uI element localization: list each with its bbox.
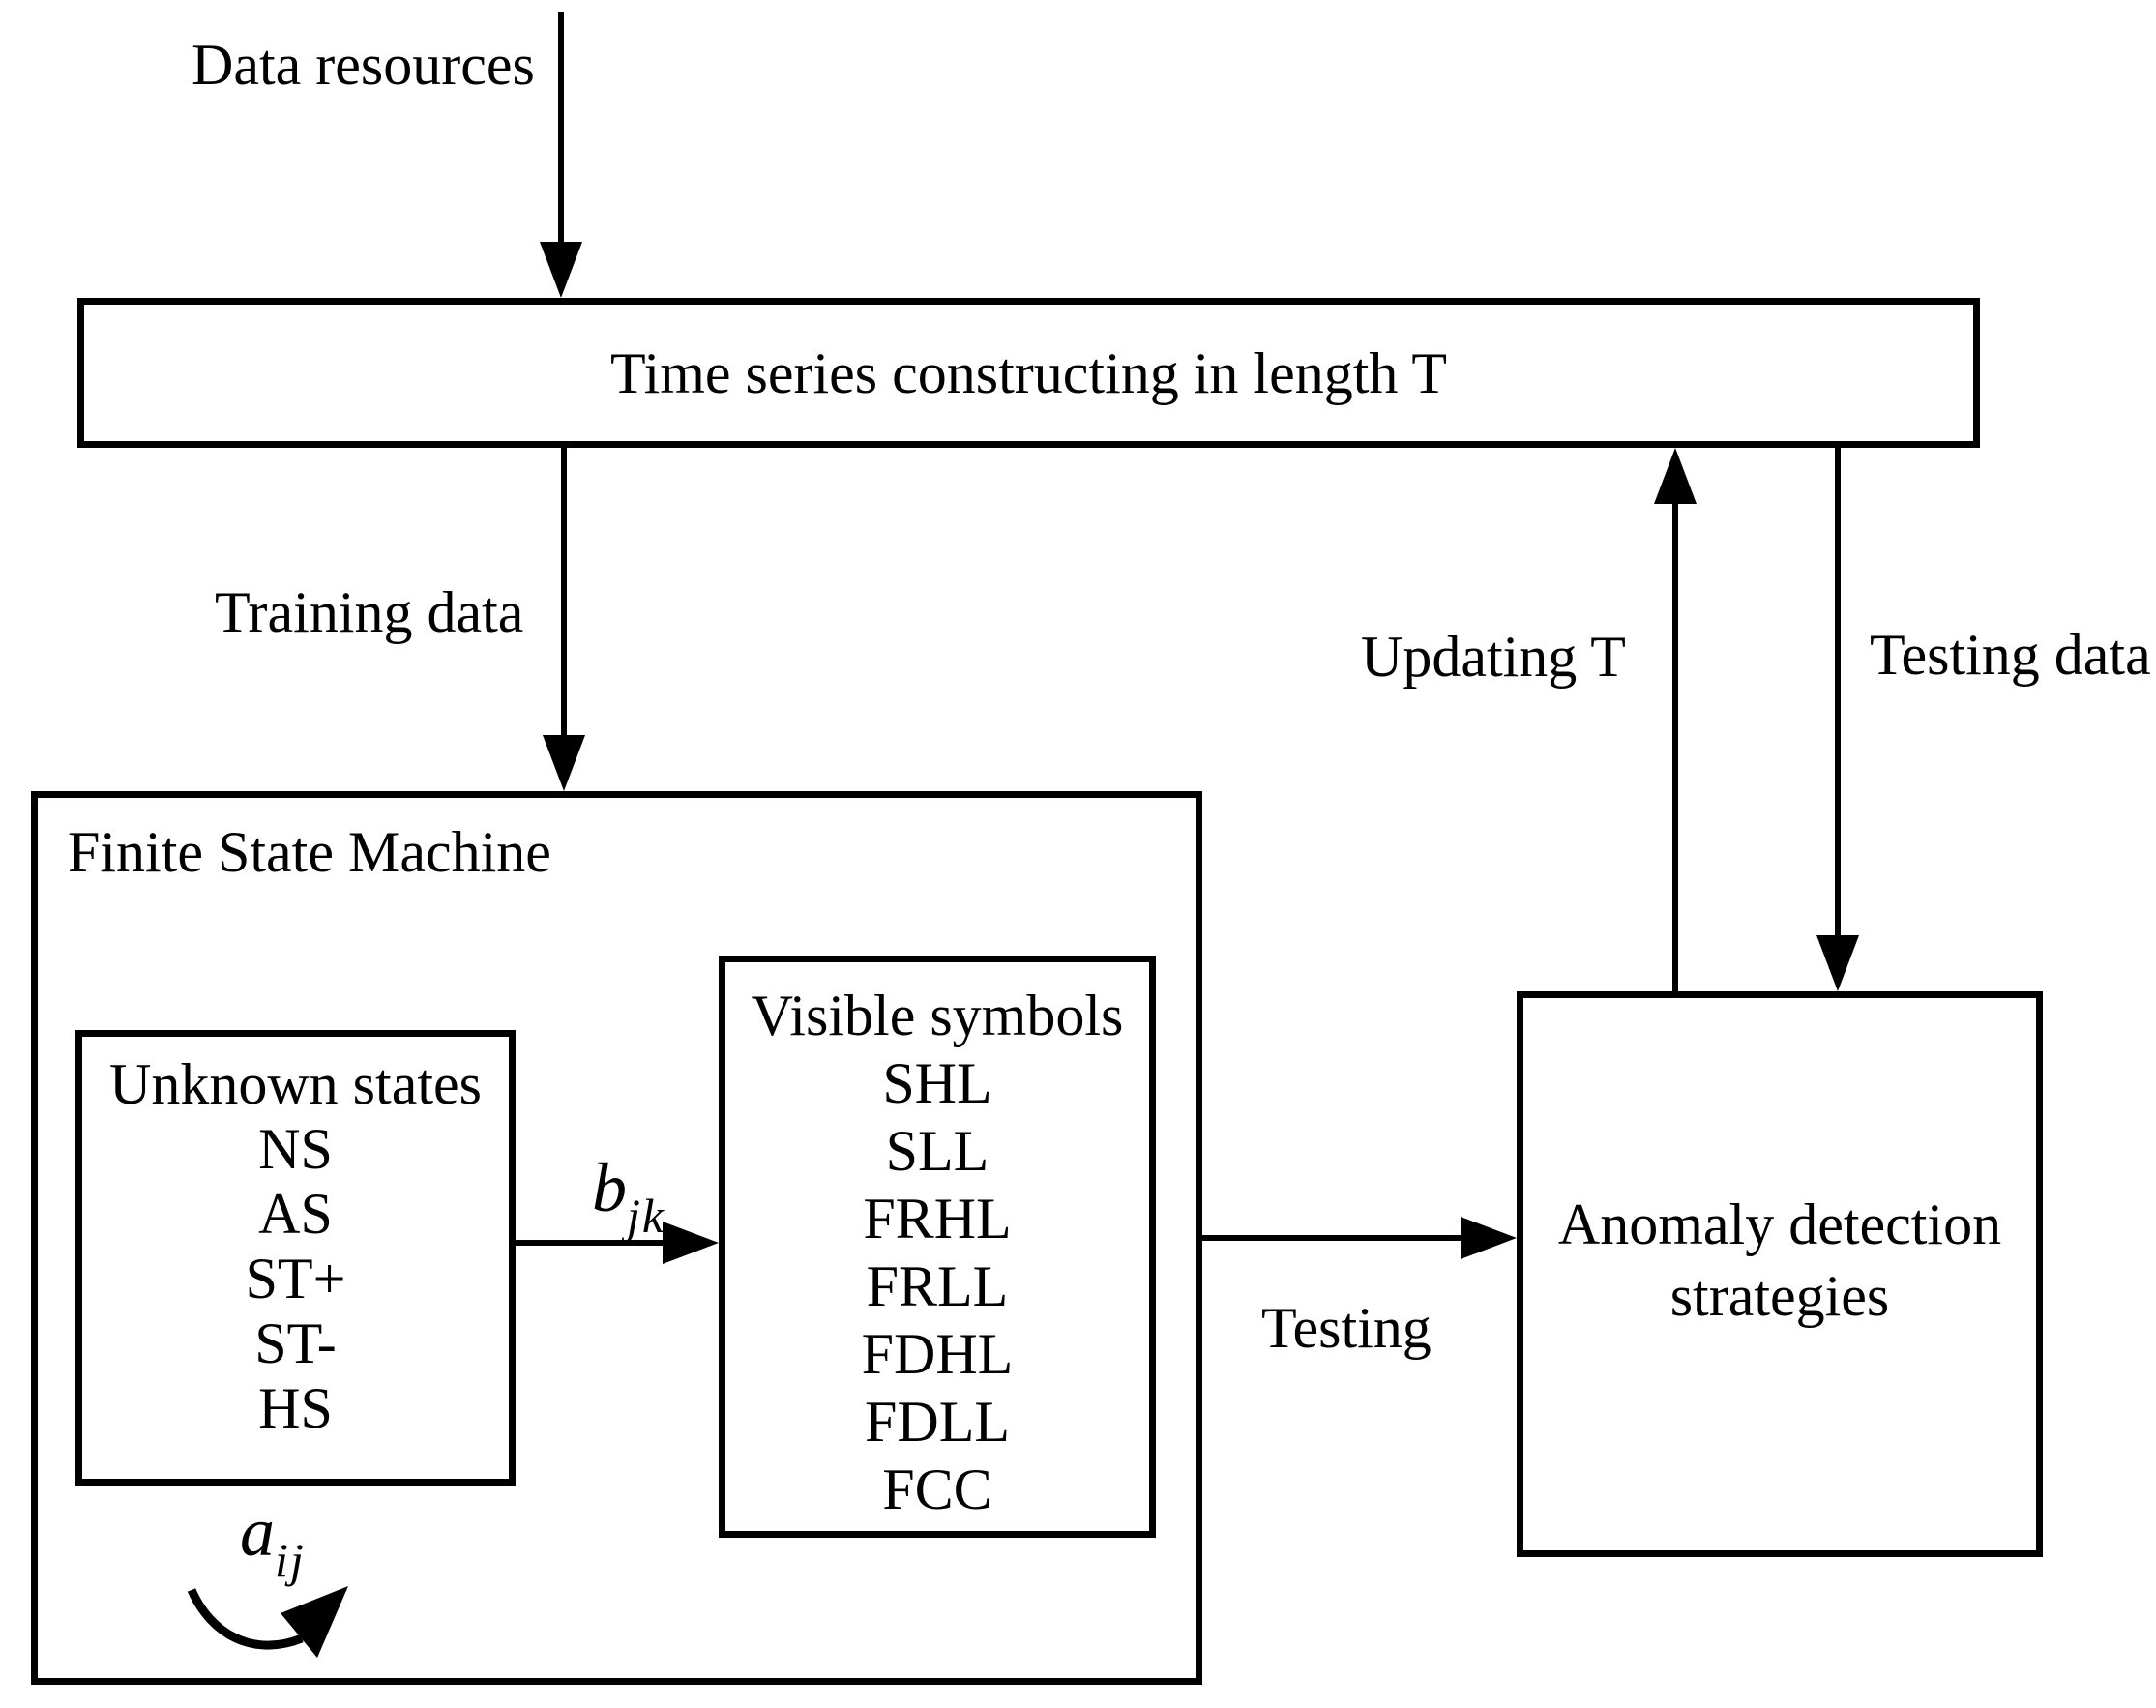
unknown-states-box: Unknown states NS AS ST+ ST- HS xyxy=(75,1030,516,1486)
visible-symbol-item: FRLL xyxy=(866,1254,1009,1318)
visible-symbol-item: FDHL xyxy=(861,1322,1014,1386)
emission-label-base: b xyxy=(592,1149,627,1226)
time-series-label: Time series constructing in length T xyxy=(610,340,1447,405)
visible-symbol-item: FRHL xyxy=(863,1187,1012,1251)
unknown-state-item: ST+ xyxy=(245,1247,346,1310)
testing-arrowhead-icon xyxy=(1461,1217,1517,1259)
training-data-arrowhead-icon xyxy=(543,735,585,791)
time-series-box: Time series constructing in length T xyxy=(77,298,1980,448)
training-data-arrow-line xyxy=(561,448,567,735)
visible-symbol-item: SLL xyxy=(885,1119,989,1183)
emission-label-subscript: jk xyxy=(627,1189,666,1243)
data-resources-label: Data resources xyxy=(192,33,535,97)
training-data-label: Training data xyxy=(215,580,524,644)
emission-probability-label: bjk xyxy=(592,1153,665,1240)
self-transition-curved-arrow-icon xyxy=(187,1586,348,1658)
testing-arrow-line xyxy=(1202,1235,1468,1241)
unknown-states-title: Unknown states xyxy=(109,1052,482,1116)
transition-label-subscript: ij xyxy=(275,1533,306,1587)
updating-t-arrow-line xyxy=(1672,502,1678,991)
testing-label: Testing xyxy=(1261,1296,1432,1360)
updating-t-label: Updating T xyxy=(1361,625,1626,689)
testing-data-arrowhead-icon xyxy=(1816,935,1859,991)
updating-t-arrowhead-icon xyxy=(1654,448,1697,504)
transition-probability-label: aij xyxy=(240,1497,306,1584)
fsm-title: Finite State Machine xyxy=(68,820,551,884)
unknown-state-item: ST- xyxy=(254,1311,337,1375)
visible-symbol-item: FCC xyxy=(882,1458,992,1521)
transition-label-base: a xyxy=(240,1493,275,1571)
emission-arrowhead-icon xyxy=(663,1222,719,1264)
anomaly-detection-label: Anomaly detection strategies xyxy=(1557,1192,2002,1328)
testing-data-label: Testing data xyxy=(1870,623,2151,687)
unknown-state-item: HS xyxy=(258,1376,333,1440)
visible-symbols-box: Visible symbols SHL SLL FRHL FRLL FDHL F… xyxy=(719,956,1156,1538)
visible-symbol-item: FDLL xyxy=(865,1390,1010,1454)
testing-data-arrow-line xyxy=(1835,448,1841,935)
visible-symbol-item: SHL xyxy=(882,1051,992,1115)
emission-arrow-line xyxy=(516,1240,670,1246)
visible-symbols-title: Visible symbols xyxy=(751,984,1124,1047)
data-resources-arrowhead-icon xyxy=(540,242,582,298)
unknown-state-item: NS xyxy=(258,1117,333,1181)
anomaly-detection-box: Anomaly detection strategies xyxy=(1517,991,2043,1557)
data-resources-arrow-line xyxy=(558,12,564,244)
unknown-state-item: AS xyxy=(258,1182,333,1246)
